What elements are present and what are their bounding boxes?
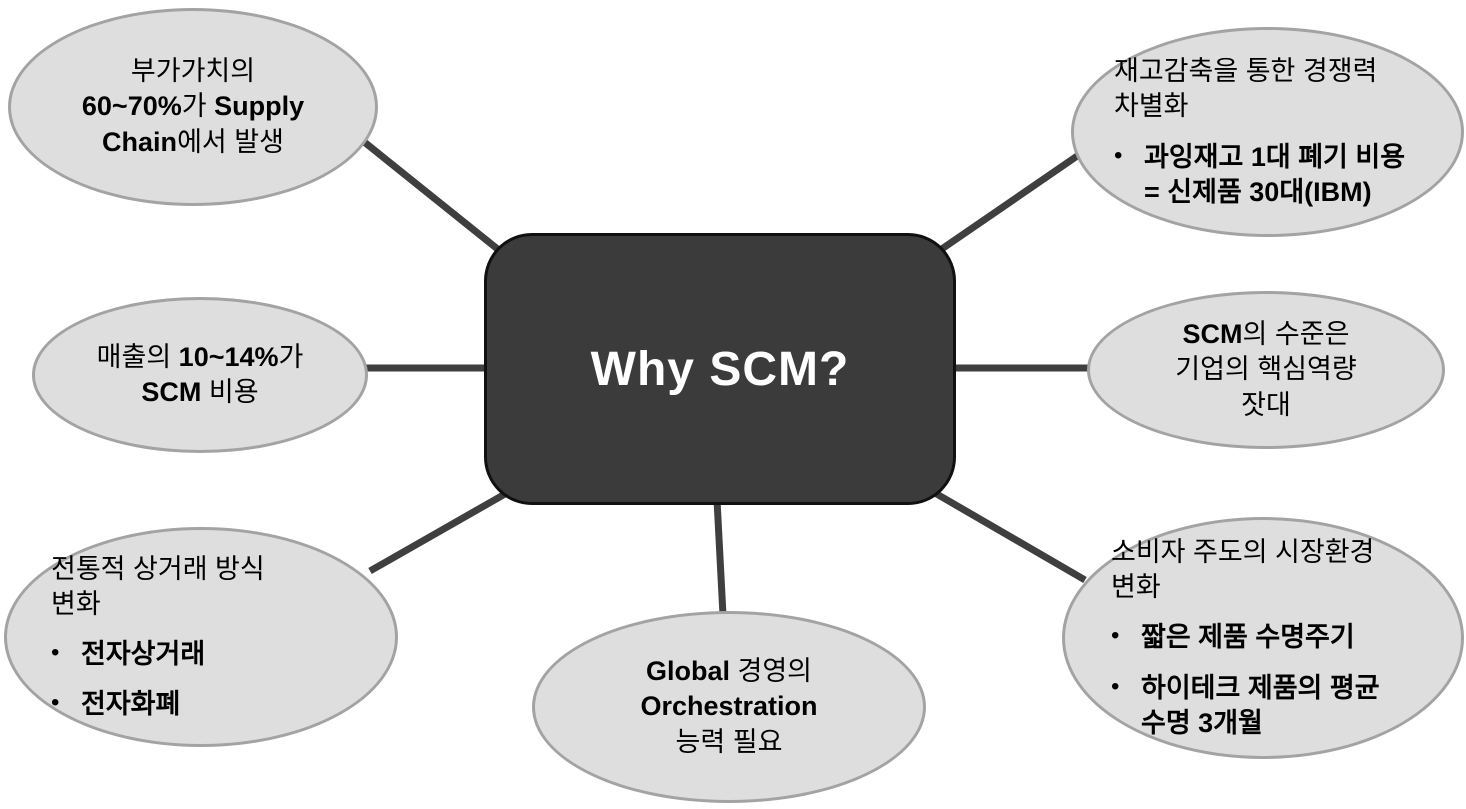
title-line: 차별화 <box>1114 89 1377 124</box>
text-segment-bold: Supply <box>214 91 305 122</box>
connector-inventory-reduction <box>931 149 1085 258</box>
bullet-line: 수명 3개월 <box>1141 706 1380 741</box>
text-segment-bold: 수명 3개월 <box>1141 707 1263 738</box>
bullet-line: 하이테크 제품의 평균 <box>1141 671 1380 706</box>
center-title: Why SCM? <box>590 342 850 396</box>
text-segment-bold: 전자상거래 <box>81 639 206 669</box>
text-segment: 가 <box>181 91 215 122</box>
bullet-item: • 과잉재고 1대 폐기 비용 = 신제품 30대(IBM) <box>1114 140 1405 210</box>
text-segment: 경영의 <box>729 656 813 687</box>
title-line: SCM의 수준은 <box>1175 317 1356 352</box>
text-segment: 의 수준은 <box>1242 319 1350 350</box>
text-segment-bold: 60~70% <box>81 91 182 122</box>
text-segment-bold: 10~14% <box>178 341 279 372</box>
bullet-item: • 짧은 제품 수명주기 <box>1111 620 1355 655</box>
bullet-dot-icon: • <box>51 689 60 717</box>
bullet-line: 짧은 제품 수명주기 <box>1141 620 1355 655</box>
title-line: SCM 비용 <box>97 375 304 410</box>
text-segment-bold: = 신제품 30대(IBM) <box>1144 176 1372 207</box>
connector-value-added <box>360 138 508 258</box>
title-line: 소비자 주도의 시장환경 <box>1111 535 1374 570</box>
text-segment: 잣대 <box>1241 389 1291 420</box>
text-segment: 에서 발생 <box>177 126 284 157</box>
bullet-item: • 전자상거래 <box>51 637 205 672</box>
bullet-line: 과잉재고 1대 폐기 비용 <box>1144 140 1405 175</box>
bullet-dot-icon: • <box>1111 622 1120 650</box>
text-segment: 비용 <box>201 377 259 407</box>
bullet-line: 전자화폐 <box>81 687 180 722</box>
title-line: 재고감축을 통한 경쟁력 <box>1114 54 1377 89</box>
bullet-text: 전자상거래 <box>81 637 205 672</box>
text-segment-bold: SCM <box>141 377 202 407</box>
bullet-line: 전자상거래 <box>81 637 205 672</box>
text-segment-bold: Orchestration <box>640 691 818 722</box>
title-line: 매출의 10~14%가 <box>97 340 304 375</box>
title-line: 부가가치의 <box>82 54 304 89</box>
connector-global-orchestration <box>713 499 727 616</box>
bullet-dot-icon: • <box>51 639 60 666</box>
title-line: 변화 <box>51 587 265 622</box>
text-segment-bold: 전자화폐 <box>81 689 181 720</box>
bullet-text: 과잉재고 1대 폐기 비용 = 신제품 30대(IBM) <box>1144 140 1405 210</box>
text-segment: 차별화 <box>1114 91 1189 122</box>
text-segment-bold: SCM <box>1182 319 1243 350</box>
text-segment-bold: Global <box>645 656 730 687</box>
title-line: Global 경영의 <box>640 654 817 689</box>
text-segment: 능력 필요 <box>675 726 783 757</box>
bullet-text: 짧은 제품 수명주기 <box>1141 620 1355 655</box>
title-line: 기업의 핵심역량 <box>1175 352 1356 387</box>
title-line: 잣대 <box>1175 388 1356 423</box>
text-segment-bold: 과잉재고 1대 폐기 비용 <box>1144 141 1406 172</box>
bullet-item: • 전자화폐 <box>51 687 180 722</box>
bullet-dot-icon: • <box>1114 141 1123 169</box>
bullet-line: = 신제품 30대(IBM) <box>1144 175 1405 210</box>
text-segment: 매출의 <box>96 341 179 372</box>
text-segment: 기업의 핵심역량 <box>1175 354 1357 385</box>
bullet-dot-icon: • <box>1111 672 1120 700</box>
title-line: 전통적 상거래 방식 <box>51 552 265 587</box>
text-segment-bold: 짧은 제품 수명주기 <box>1141 622 1355 653</box>
title-line: 능력 필요 <box>640 725 817 760</box>
text-segment: 변화 <box>1111 572 1161 603</box>
title-line: 60~70%가 Supply <box>82 89 304 124</box>
text-segment: 가 <box>278 341 304 372</box>
text-segment-bold: Chain <box>102 126 178 157</box>
connector-consumer-market <box>933 489 1087 584</box>
bullet-text: 전자화폐 <box>81 687 180 722</box>
connector-commerce-change <box>368 490 507 575</box>
title-line: Orchestration <box>640 689 817 724</box>
title-line: Chain에서 발생 <box>82 125 304 160</box>
title-line: 변화 <box>1111 570 1374 605</box>
center-box-why-scm: Why SCM? <box>484 233 956 505</box>
text-segment: 소비자 주도의 시장환경 <box>1111 537 1375 568</box>
text-segment: 변화 <box>51 588 101 619</box>
text-segment: 재고감축을 통한 경쟁력 <box>1114 56 1378 87</box>
text-segment: 부가가치의 <box>130 56 256 87</box>
text-segment: 전통적 상거래 방식 <box>51 553 265 584</box>
text-segment-bold: 하이테크 제품의 평균 <box>1141 672 1380 703</box>
